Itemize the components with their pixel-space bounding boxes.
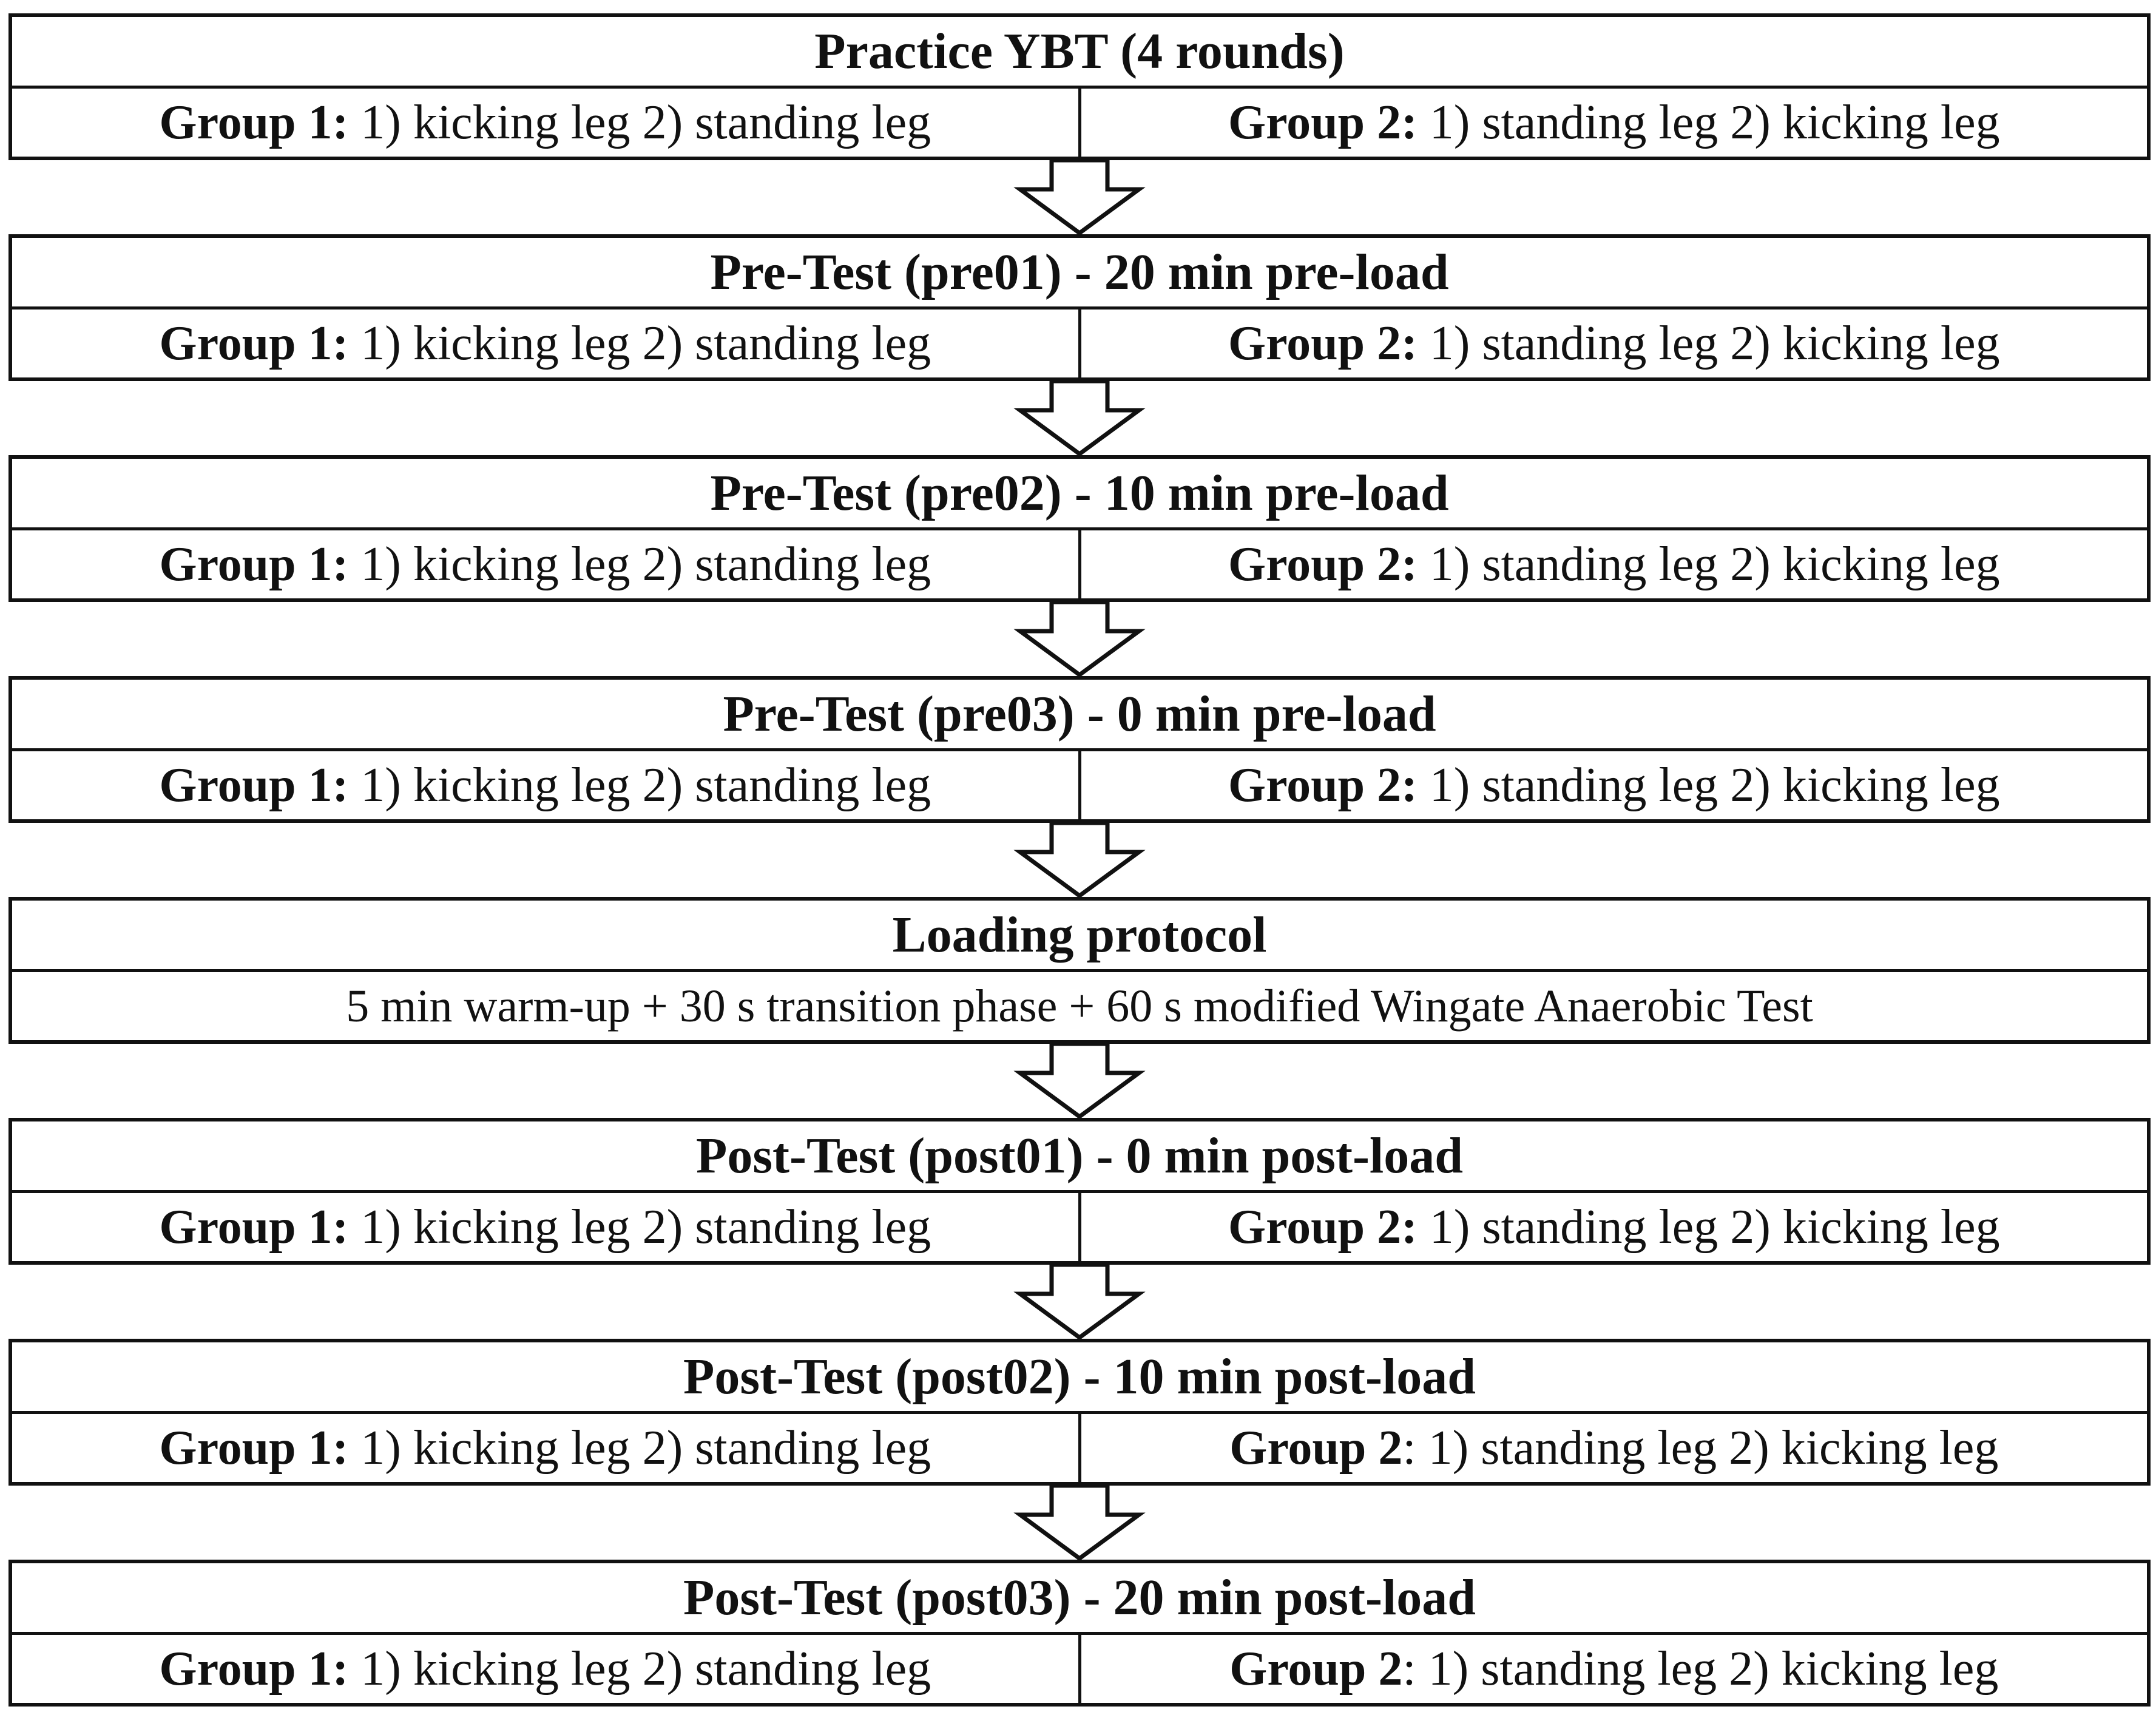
group-1-order: 1) kicking leg 2) standing leg bbox=[348, 316, 931, 370]
group-2-label: Group 2: bbox=[1228, 316, 1418, 370]
down-arrow-icon bbox=[1013, 823, 1146, 898]
group-2-order: 1) standing leg 2) kicking leg bbox=[1417, 95, 2000, 149]
group-2-cell: Group 2: 1) standing leg 2) kicking leg bbox=[1081, 1193, 2148, 1261]
group-2-label: Group 2: bbox=[1228, 537, 1418, 591]
step-practice-ybt: Practice YBT (4 rounds) Group 1: 1) kick… bbox=[8, 13, 2151, 160]
down-arrow-icon bbox=[1013, 381, 1146, 456]
down-arrow-icon bbox=[1013, 1486, 1146, 1561]
group-2-cell: Group 2: 1) standing leg 2) kicking leg bbox=[1081, 1414, 2148, 1482]
group-1-label: Group 1: bbox=[159, 537, 349, 591]
group-2-order: 1) standing leg 2) kicking leg bbox=[1417, 316, 2000, 370]
group-1-label: Group 1: bbox=[159, 758, 349, 812]
group-1-order: 1) kicking leg 2) standing leg bbox=[348, 1421, 931, 1475]
group-1-cell: Group 1: 1) kicking leg 2) standing leg bbox=[12, 751, 1081, 819]
group-2-order: 1) standing leg 2) kicking leg bbox=[1417, 758, 2000, 812]
step-title: Pre-Test (pre01) - 20 min pre-load bbox=[12, 238, 2147, 310]
group-1-cell: Group 1: 1) kicking leg 2) standing leg bbox=[12, 310, 1081, 377]
step-loading-protocol: Loading protocol 5 min warm-up + 30 s tr… bbox=[8, 897, 2151, 1044]
group-2-cell: Group 2: 1) standing leg 2) kicking leg bbox=[1081, 310, 2148, 377]
step-title: Post-Test (post02) - 10 min post-load bbox=[12, 1342, 2147, 1414]
group-1-cell: Group 1: 1) kicking leg 2) standing leg bbox=[12, 1193, 1081, 1261]
down-arrow-icon bbox=[1013, 1044, 1146, 1119]
group-1-cell: Group 1: 1) kicking leg 2) standing leg bbox=[12, 1635, 1081, 1703]
group-1-order: 1) kicking leg 2) standing leg bbox=[348, 95, 931, 149]
step-groups: Group 1: 1) kicking leg 2) standing leg … bbox=[12, 530, 2147, 598]
group-2-label: Group 2: bbox=[1228, 95, 1418, 149]
step-post-test-post03: Post-Test (post03) - 20 min post-load Gr… bbox=[8, 1560, 2151, 1707]
group-2-order: 1) standing leg 2) kicking leg bbox=[1417, 537, 2000, 591]
group-2-order: : 1) standing leg 2) kicking leg bbox=[1402, 1642, 1999, 1696]
step-title: Loading protocol bbox=[12, 901, 2147, 972]
step-title: Post-Test (post01) - 0 min post-load bbox=[12, 1121, 2147, 1193]
group-1-cell: Group 1: 1) kicking leg 2) standing leg bbox=[12, 1414, 1081, 1482]
group-2-order: 1) standing leg 2) kicking leg bbox=[1417, 1200, 2000, 1254]
group-2-order: : 1) standing leg 2) kicking leg bbox=[1402, 1421, 1999, 1475]
step-detail: 5 min warm-up + 30 s transition phase + … bbox=[12, 972, 2147, 1040]
group-1-order: 1) kicking leg 2) standing leg bbox=[348, 1642, 931, 1696]
down-arrow-icon bbox=[1013, 160, 1146, 235]
group-1-order: 1) kicking leg 2) standing leg bbox=[348, 1200, 931, 1254]
step-post-test-post01: Post-Test (post01) - 0 min post-load Gro… bbox=[8, 1118, 2151, 1265]
step-groups: Group 1: 1) kicking leg 2) standing leg … bbox=[12, 1635, 2147, 1703]
step-pre-test-pre01: Pre-Test (pre01) - 20 min pre-load Group… bbox=[8, 234, 2151, 381]
down-arrow-icon bbox=[1013, 1265, 1146, 1340]
step-groups: Group 1: 1) kicking leg 2) standing leg … bbox=[12, 1414, 2147, 1482]
step-groups: Group 1: 1) kicking leg 2) standing leg … bbox=[12, 751, 2147, 819]
step-groups: Group 1: 1) kicking leg 2) standing leg … bbox=[12, 1193, 2147, 1261]
step-title: Practice YBT (4 rounds) bbox=[12, 17, 2147, 89]
group-2-label: Group 2: bbox=[1228, 758, 1418, 812]
step-pre-test-pre02: Pre-Test (pre02) - 10 min pre-load Group… bbox=[8, 455, 2151, 602]
group-2-cell: Group 2: 1) standing leg 2) kicking leg bbox=[1081, 751, 2148, 819]
step-post-test-post02: Post-Test (post02) - 10 min post-load Gr… bbox=[8, 1339, 2151, 1486]
step-pre-test-pre03: Pre-Test (pre03) - 0 min pre-load Group … bbox=[8, 676, 2151, 823]
group-1-label: Group 1: bbox=[159, 316, 349, 370]
group-2-label: Group 2 bbox=[1229, 1642, 1403, 1696]
group-2-cell: Group 2: 1) standing leg 2) kicking leg bbox=[1081, 1635, 2148, 1703]
group-1-order: 1) kicking leg 2) standing leg bbox=[348, 758, 931, 812]
group-2-cell: Group 2: 1) standing leg 2) kicking leg bbox=[1081, 89, 2148, 157]
group-1-cell: Group 1: 1) kicking leg 2) standing leg bbox=[12, 530, 1081, 598]
group-1-label: Group 1: bbox=[159, 95, 349, 149]
group-1-order: 1) kicking leg 2) standing leg bbox=[348, 537, 931, 591]
down-arrow-icon bbox=[1013, 602, 1146, 677]
group-1-label: Group 1: bbox=[159, 1200, 349, 1254]
group-1-cell: Group 1: 1) kicking leg 2) standing leg bbox=[12, 89, 1081, 157]
group-2-cell: Group 2: 1) standing leg 2) kicking leg bbox=[1081, 530, 2148, 598]
group-1-label: Group 1: bbox=[159, 1421, 349, 1475]
step-groups: Group 1: 1) kicking leg 2) standing leg … bbox=[12, 310, 2147, 377]
step-groups: Group 1: 1) kicking leg 2) standing leg … bbox=[12, 89, 2147, 157]
group-2-label: Group 2 bbox=[1229, 1421, 1403, 1475]
loading-protocol-description: 5 min warm-up + 30 s transition phase + … bbox=[346, 980, 1813, 1032]
step-title: Pre-Test (pre03) - 0 min pre-load bbox=[12, 680, 2147, 751]
step-title: Post-Test (post03) - 20 min post-load bbox=[12, 1563, 2147, 1635]
group-1-label: Group 1: bbox=[159, 1642, 349, 1696]
group-2-label: Group 2: bbox=[1228, 1200, 1418, 1254]
step-title: Pre-Test (pre02) - 10 min pre-load bbox=[12, 459, 2147, 530]
